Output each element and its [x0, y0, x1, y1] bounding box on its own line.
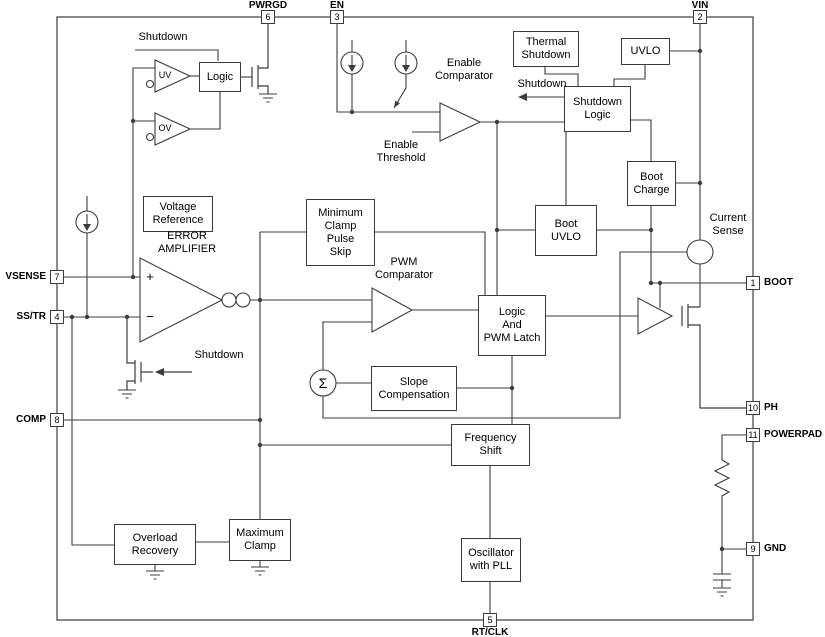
- pin-label-ph: PH: [764, 402, 778, 413]
- block-voltage-reference: Voltage Reference: [143, 196, 213, 232]
- label-shutdown-signal: Shutdown: [517, 78, 567, 90]
- block-slope-compensation: Slope Compensation: [371, 366, 457, 411]
- pin-label-comp: COMP: [16, 414, 46, 425]
- wire-logic-to-bootcharge: [631, 119, 652, 161]
- block-maximum-clamp: Maximum Clamp: [229, 519, 291, 561]
- block-frequency-shift: Frequency Shift: [451, 424, 530, 466]
- wire-uvlo-to-logic: [613, 64, 646, 86]
- ov-comparator-triangle: [154, 112, 192, 146]
- wire-en: [336, 24, 440, 113]
- ground-icon: [251, 566, 269, 576]
- uv-comparator-triangle: [154, 59, 192, 93]
- pin-label-powerpad: POWERPAD: [764, 429, 823, 440]
- label-shutdown-softstart: Shutdown: [194, 349, 244, 361]
- pwm-comparator-triangle: [371, 287, 414, 333]
- pin-square-en: 3: [330, 10, 344, 24]
- arrowheads: [83, 65, 527, 376]
- wire-minclamp-to-latch: [375, 231, 486, 295]
- shutdown-softstart-arrow: [155, 368, 164, 376]
- block-logic-and-pwm-latch: Logic And PWM Latch: [478, 295, 546, 356]
- pin-label-sstr: SS/TR: [16, 311, 46, 322]
- junction-dots: [69, 48, 725, 552]
- pin-square-comp: 8: [50, 413, 64, 427]
- softstart-discharge-mosfet: [126, 317, 192, 390]
- pin-square-boot: 1: [746, 276, 760, 290]
- ground-icon: [146, 570, 164, 580]
- switch-arrow: [394, 100, 400, 108]
- current-arrow: [402, 65, 410, 72]
- block-boot-charge: Boot Charge: [627, 161, 676, 206]
- pin-square-vsense: 7: [50, 270, 64, 284]
- wire-current-sense-feed: [322, 251, 687, 419]
- label-shutdown-top: Shutdown: [138, 31, 188, 43]
- uv-threshold-bubble: [145, 79, 155, 89]
- pin-square-powerpad: 11: [746, 428, 760, 442]
- block-oscillator-with-pll: Oscillator with PLL: [461, 538, 521, 582]
- pin-label-gnd: GND: [764, 543, 787, 554]
- block-shutdown-logic: Shutdown Logic: [564, 86, 631, 132]
- enable-comparator-triangle: [439, 102, 482, 142]
- pin-square-ph: 10: [746, 401, 760, 415]
- wire-shutdown-top: [135, 49, 219, 61]
- ground-icon: [713, 587, 731, 597]
- summing-node-circle: [309, 369, 337, 397]
- label-current-sense: Current Sense: [709, 212, 747, 237]
- ov-threshold-bubble: [145, 132, 155, 142]
- label-enable-threshold: Enable Threshold: [376, 139, 426, 164]
- pin-label-boot: BOOT: [764, 277, 793, 288]
- current-arrow: [348, 65, 356, 72]
- pin-square-rtclk: 5: [483, 613, 497, 627]
- label-enable-comparator: Enable Comparator: [434, 57, 494, 82]
- pin-label-rtclk: RT/CLK: [471, 627, 509, 637]
- pin-label-vin: VIN: [691, 0, 709, 11]
- block-uvlo: UVLO: [621, 38, 670, 65]
- ground-icon: [118, 389, 136, 399]
- label-uv: UV: [158, 70, 172, 80]
- wire-vsense-to-uv: [132, 67, 155, 277]
- block-boot-uvlo: Boot UVLO: [535, 205, 597, 256]
- label-error-amplifier: ERROR AMPLIFIER: [157, 230, 217, 255]
- highside-mosfet: [681, 304, 746, 409]
- label-sigma: Σ: [318, 375, 328, 391]
- current-arrow: [83, 224, 91, 231]
- wire-powerpad: [721, 434, 746, 460]
- pin-label-en: EN: [330, 0, 344, 11]
- error-amplifier-triangle: [139, 257, 224, 343]
- label-ov: OV: [158, 123, 172, 133]
- wire-thermal-to-logic: [544, 67, 579, 86]
- current-sense-ellipse: [686, 239, 714, 265]
- wire-ov-to-logic: [190, 92, 221, 130]
- block-thermal-shutdown: Thermal Shutdown: [513, 31, 579, 67]
- resistor-icon: [713, 459, 731, 500]
- ea-output-stage-circle: [221, 292, 237, 308]
- label-plus-input: +: [146, 269, 154, 284]
- capacitor-icon: [713, 500, 731, 588]
- ea-output-stage-circle: [235, 292, 251, 308]
- ground-icons: [118, 93, 731, 597]
- ground-icon: [259, 93, 277, 103]
- block-logic: Logic: [199, 62, 241, 92]
- block-overload-recovery: Overload Recovery: [114, 524, 196, 565]
- pwrgd-mosfet: [251, 24, 269, 94]
- label-minus-input: −: [146, 309, 154, 324]
- pin-label-pwrgd: PWRGD: [248, 0, 288, 11]
- pin-square-sstr: 4: [50, 310, 64, 324]
- label-pwm-comparator: PWM Comparator: [374, 256, 434, 281]
- pin-square-pwrgd: 6: [261, 10, 275, 24]
- pin-square-vin: 2: [693, 10, 707, 24]
- pin-label-vsense: VSENSE: [5, 271, 46, 282]
- block-minimum-clamp-pulse-skip: Minimum Clamp Pulse Skip: [306, 199, 375, 266]
- wire-sigma-to-pwmcomp: [322, 321, 372, 370]
- pin-square-gnd: 9: [746, 542, 760, 556]
- wire-cs2-switch: [393, 40, 407, 109]
- gate-driver-triangle: [637, 297, 674, 335]
- shutdown-arrow: [518, 93, 527, 101]
- wire-to-overload-recovery: [71, 317, 114, 546]
